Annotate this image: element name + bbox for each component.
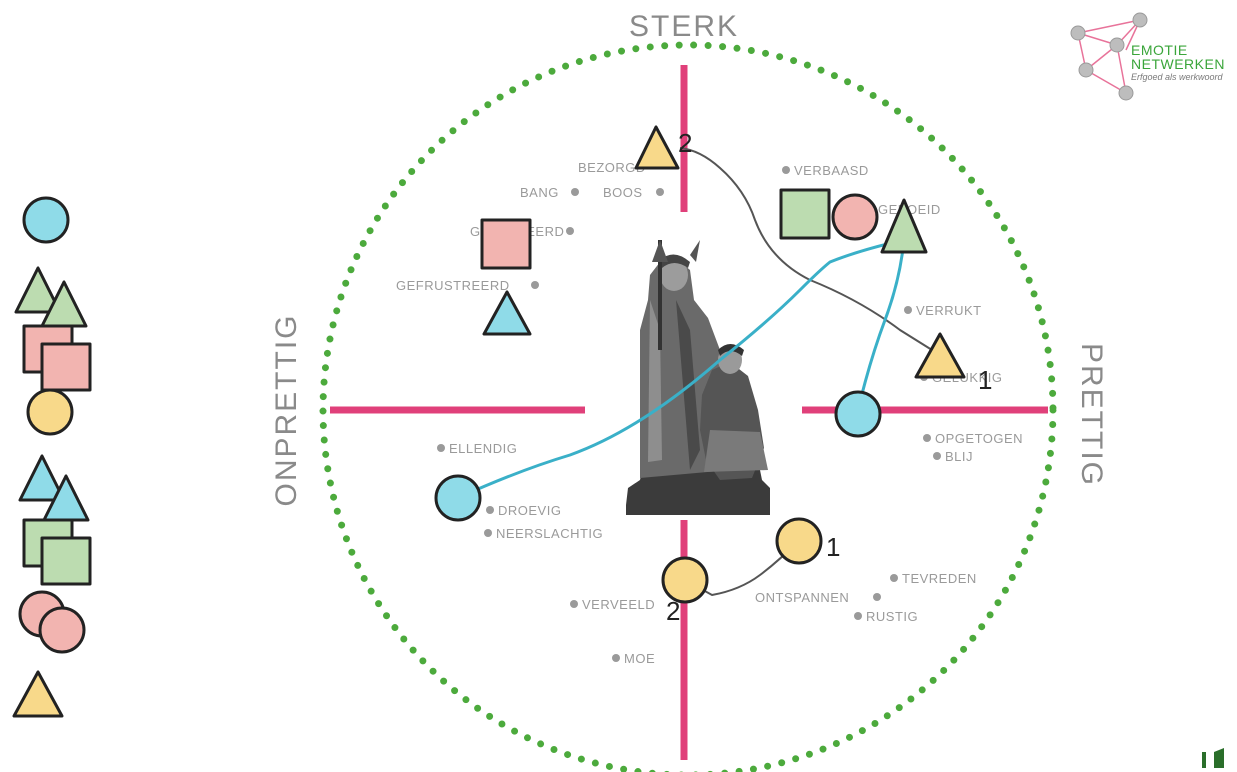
circle-yellow-right[interactable] (775, 517, 823, 565)
circle-blue-right[interactable] (834, 390, 882, 438)
emotion-neerslachtig: NEERSLACHTIG (496, 526, 603, 541)
triangle-yellow-right[interactable] (914, 332, 966, 379)
marker-number: 1 (826, 532, 840, 562)
circle-yellow-bottom[interactable] (661, 556, 709, 604)
triangle-yellow-top[interactable] (634, 125, 680, 170)
emotion-dot (531, 281, 539, 289)
emotion-verrukt: VERRUKT (916, 303, 982, 318)
emotion-droevig: DROEVIG (498, 503, 561, 518)
palette-circle-yellow[interactable] (26, 388, 74, 436)
marker-number: 1 (978, 365, 992, 395)
emotion-dot (933, 452, 941, 460)
shape-palette (12, 196, 92, 718)
palette-triangle-green-a[interactable] (14, 266, 62, 314)
axis-label-top: STERK (629, 10, 739, 43)
emotion-ontspannen: ONTSPANNEN (755, 590, 849, 605)
emotion-dot (437, 444, 445, 452)
triangle-green[interactable] (880, 198, 928, 254)
logo-tagline: Erfgoed als werkwoord (1131, 72, 1224, 82)
emotion-boos: BOOS (603, 185, 643, 200)
emotion-verbaasd: VERBAASD (794, 163, 869, 178)
palette-square-green-b[interactable] (40, 536, 92, 586)
emotion-dot (570, 600, 578, 608)
palette-square-pink-b[interactable] (40, 342, 92, 392)
emotion-dot (782, 166, 790, 174)
logo-line-1: EMOTIE (1131, 42, 1188, 58)
emotion-moe: MOE (624, 651, 655, 666)
emotion-dot (890, 574, 898, 582)
connector-gray-top (679, 147, 941, 356)
emotion-ring (319, 41, 1057, 772)
emotion-dot (612, 654, 620, 662)
emotion-bezorgd: BEZORGD (578, 160, 646, 175)
emotion-dot (571, 188, 579, 196)
square-pink[interactable] (480, 218, 532, 270)
emotion-dot (923, 434, 931, 442)
circle-blue-left[interactable] (434, 474, 482, 522)
emotion-dot (854, 612, 862, 620)
emotion-dot (486, 506, 494, 514)
palette-triangle-blue-a[interactable] (18, 454, 66, 502)
emotion-dot (566, 227, 574, 235)
emotion-tevreden: TEVREDEN (902, 571, 977, 586)
connector-blue-1 (459, 238, 905, 499)
palette-circle-pink-b[interactable] (38, 606, 86, 654)
emotion-bang: BANG (520, 185, 559, 200)
circle-pink[interactable] (831, 193, 879, 241)
emotion-rustig: RUSTIG (866, 609, 918, 624)
marker-number: 2 (666, 596, 680, 626)
axis-label-left: ONPRETTIG (270, 313, 303, 506)
logo: EMOTIE NETWERKEN Erfgoed als werkwoord (1070, 12, 1225, 101)
emotion-dot (904, 306, 912, 314)
statue-image (626, 240, 770, 515)
triangle-blue[interactable] (482, 290, 532, 336)
palette-triangle-yellow[interactable] (12, 670, 64, 718)
axis-label-right: PRETTIG (1075, 343, 1108, 487)
emotion-blij: BLIJ (945, 449, 973, 464)
emotion-dot (873, 593, 881, 601)
emotion-gefrustreerd: GEFRUSTREERD (396, 278, 510, 293)
logo-line-2: NETWERKEN (1131, 56, 1225, 72)
marker-number: 2 (678, 128, 692, 158)
emotion-ellendig: ELLENDIG (449, 441, 517, 456)
emotion-verveeld: VERVEELD (582, 597, 655, 612)
emotion-dot (656, 188, 664, 196)
connector-blue-2 (856, 239, 906, 411)
palette-circle-blue[interactable] (22, 196, 70, 244)
square-green[interactable] (779, 188, 831, 240)
corner-mark-icon (1202, 748, 1224, 768)
emotion-dot (484, 529, 492, 537)
emotion-opgetogen: OPGETOGEN (935, 431, 1023, 446)
